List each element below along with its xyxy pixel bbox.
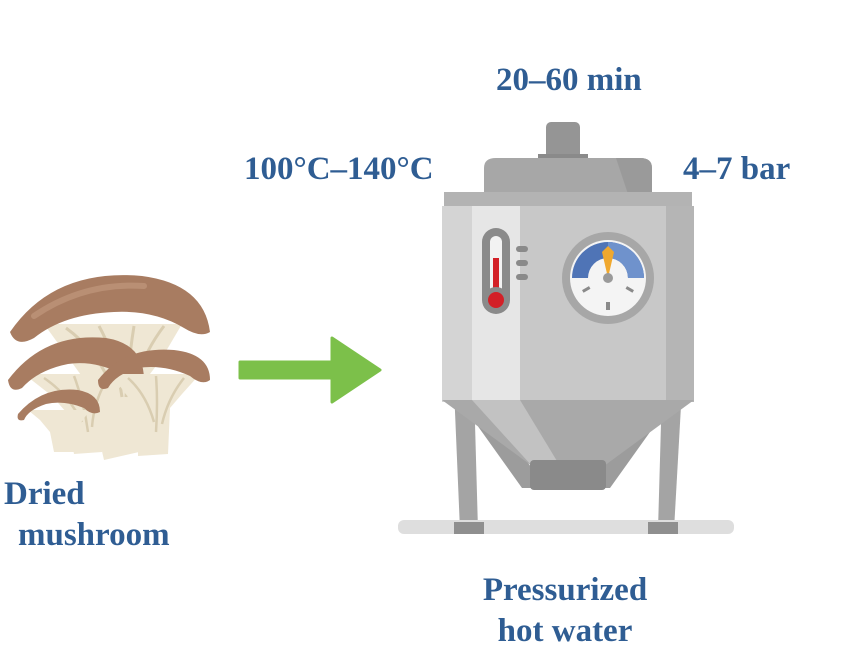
input-label-line1: Dried: [4, 476, 85, 512]
reactor-icon: [398, 122, 734, 534]
reactor-label: Pressurized hot water: [440, 570, 690, 652]
reactor-label-line1: Pressurized: [482, 572, 648, 608]
reactor-label-line2: hot water: [497, 613, 633, 649]
pressure-label: 4–7 bar: [683, 151, 791, 187]
input-label-line2: mushroom: [18, 517, 170, 553]
temperature-label: 100°C–140°C: [244, 151, 434, 187]
time-label: 20–60 min: [496, 62, 642, 98]
arrow-right-icon: [238, 336, 382, 404]
pressure-gauge-icon: [562, 232, 654, 324]
input-label: Dried mushroom: [4, 474, 170, 556]
thermometer-icon: [482, 228, 528, 314]
mushroom-icon: [8, 275, 210, 460]
